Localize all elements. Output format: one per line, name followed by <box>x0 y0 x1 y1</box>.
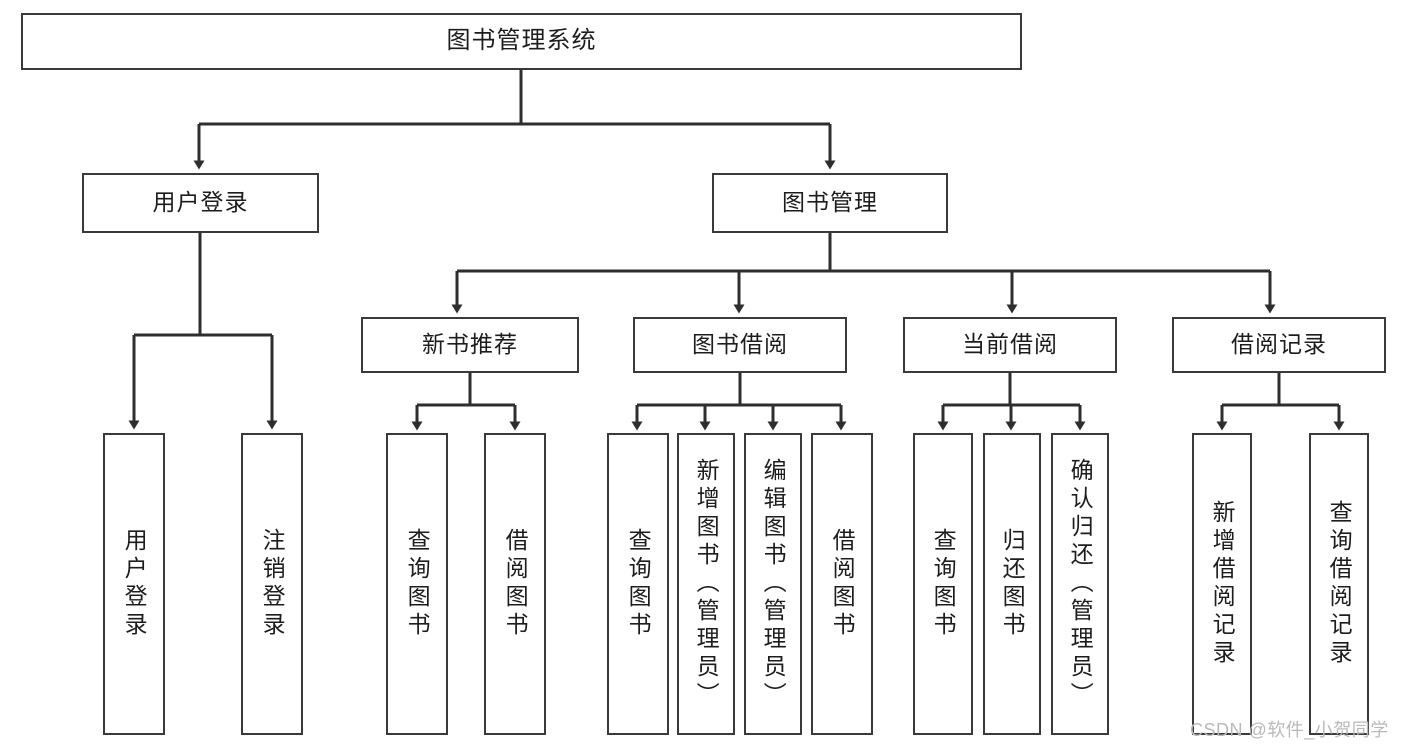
node-leaf-confirm-return-admin[interactable]: 确认归还（管理员） <box>1051 433 1109 735</box>
node-leaf-add-book-admin[interactable]: 新增图书（管理员） <box>677 433 735 735</box>
node-label: 查询图书 <box>930 528 957 640</box>
node-book-borrow[interactable]: 图书借阅 <box>633 317 847 373</box>
node-label: 图书管理系统 <box>446 27 597 55</box>
node-label: 新书推荐 <box>422 331 518 358</box>
node-label: 借阅图书 <box>502 528 529 640</box>
node-label: 归还图书 <box>999 528 1026 640</box>
node-label: 确认归还（管理员） <box>1067 458 1094 710</box>
node-label: 当前借阅 <box>962 331 1058 358</box>
node-label: 借阅记录 <box>1231 331 1327 358</box>
node-leaf-add-borrow-record[interactable]: 新增借阅记录 <box>1192 433 1252 735</box>
node-label: 用户登录 <box>152 189 249 216</box>
node-leaf-return-book[interactable]: 归还图书 <box>983 433 1041 735</box>
node-leaf-edit-book-admin[interactable]: 编辑图书（管理员） <box>744 433 802 735</box>
node-book-manage[interactable]: 图书管理 <box>712 173 948 233</box>
node-label: 借阅图书 <box>829 528 856 640</box>
node-leaf-query-borrow-record[interactable]: 查询借阅记录 <box>1309 433 1369 735</box>
node-current-borrow[interactable]: 当前借阅 <box>903 317 1117 373</box>
node-label: 图书借阅 <box>692 331 788 358</box>
node-borrow-record[interactable]: 借阅记录 <box>1172 317 1386 373</box>
node-user-login[interactable]: 用户登录 <box>82 173 319 233</box>
node-label: 新增借阅记录 <box>1209 500 1236 668</box>
node-label: 查询图书 <box>404 528 431 640</box>
node-leaf-borrow-book[interactable]: 借阅图书 <box>811 433 873 735</box>
node-leaf-logout[interactable]: 注销登录 <box>241 433 303 735</box>
node-label: 查询图书 <box>625 528 652 640</box>
node-leaf-query-book-rec[interactable]: 查询图书 <box>386 433 448 735</box>
node-label: 注销登录 <box>259 528 286 640</box>
node-label: 新增图书（管理员） <box>693 458 720 710</box>
node-label: 用户登录 <box>121 528 148 640</box>
node-label: 编辑图书（管理员） <box>760 458 787 710</box>
node-leaf-borrow-book-rec[interactable]: 借阅图书 <box>484 433 546 735</box>
node-new-book-recommend[interactable]: 新书推荐 <box>361 317 579 373</box>
node-leaf-query-book-current[interactable]: 查询图书 <box>913 433 973 735</box>
node-leaf-user-login[interactable]: 用户登录 <box>103 433 165 735</box>
node-label: 图书管理 <box>782 189 878 216</box>
node-label: 查询借阅记录 <box>1326 500 1353 668</box>
node-leaf-query-book-borrow[interactable]: 查询图书 <box>607 433 669 735</box>
node-root-system[interactable]: 图书管理系统 <box>21 13 1022 70</box>
watermark: CSDN @软件_小贺同学 <box>1190 720 1389 740</box>
